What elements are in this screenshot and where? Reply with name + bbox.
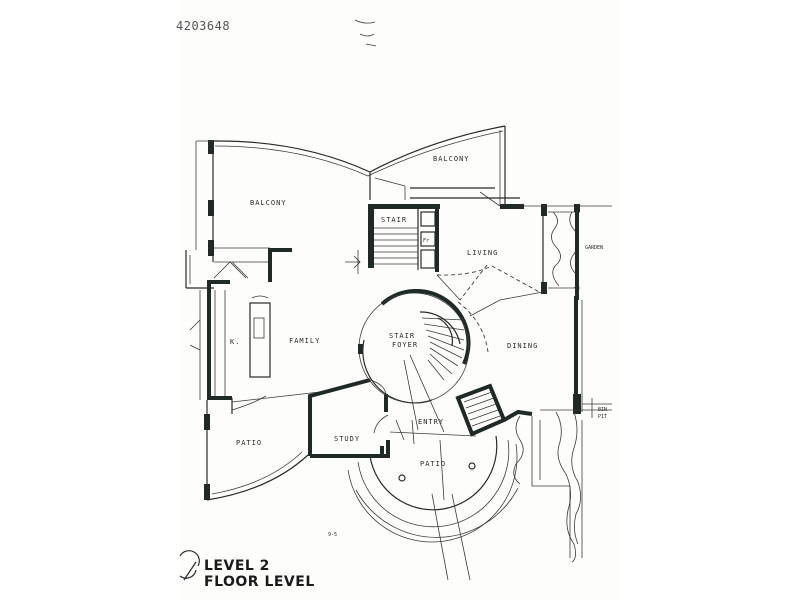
title-level: LEVEL 2 bbox=[204, 558, 270, 574]
living-garden-walls bbox=[436, 204, 612, 418]
label-kitchen: K. bbox=[230, 338, 240, 346]
level-symbol-icon bbox=[179, 550, 200, 581]
front-patio bbox=[347, 435, 519, 581]
label-fridge: Fr bbox=[423, 238, 429, 244]
label-stair-foyer-1: STAIR bbox=[389, 332, 415, 340]
pencil-scribble bbox=[354, 19, 377, 47]
reference-code: 4203648 bbox=[176, 19, 230, 33]
label-study: STUDY bbox=[334, 435, 360, 443]
label-bin-2: PIT bbox=[598, 414, 607, 420]
label-stair-upper: STAIR bbox=[381, 216, 407, 224]
garden-edge bbox=[513, 411, 583, 563]
label-entry: ENTRY bbox=[418, 418, 444, 426]
title-floor-level: FLOOR LEVEL bbox=[204, 574, 315, 590]
label-balcony-left: BALCONY bbox=[250, 199, 287, 207]
label-dining: DINING bbox=[507, 342, 538, 350]
exterior-walls bbox=[185, 140, 390, 501]
label-balcony-right: BALCONY bbox=[433, 155, 470, 163]
label-family: FAMILY bbox=[289, 337, 320, 345]
label-patio-left: PATIO bbox=[236, 439, 262, 447]
label-living: LIVING bbox=[467, 249, 498, 257]
label-garden: GARDEN bbox=[585, 245, 603, 251]
spiral-stair-foyer bbox=[358, 289, 471, 433]
label-bin-1: BIN bbox=[598, 407, 607, 413]
balcony-outline bbox=[212, 125, 520, 207]
pencil-note: 9-5 bbox=[328, 532, 337, 538]
label-stair-foyer-2: FOYER bbox=[392, 341, 418, 349]
label-patio-front: PATIO bbox=[420, 460, 446, 468]
entry-stair bbox=[380, 383, 533, 456]
upper-stair bbox=[345, 204, 440, 274]
